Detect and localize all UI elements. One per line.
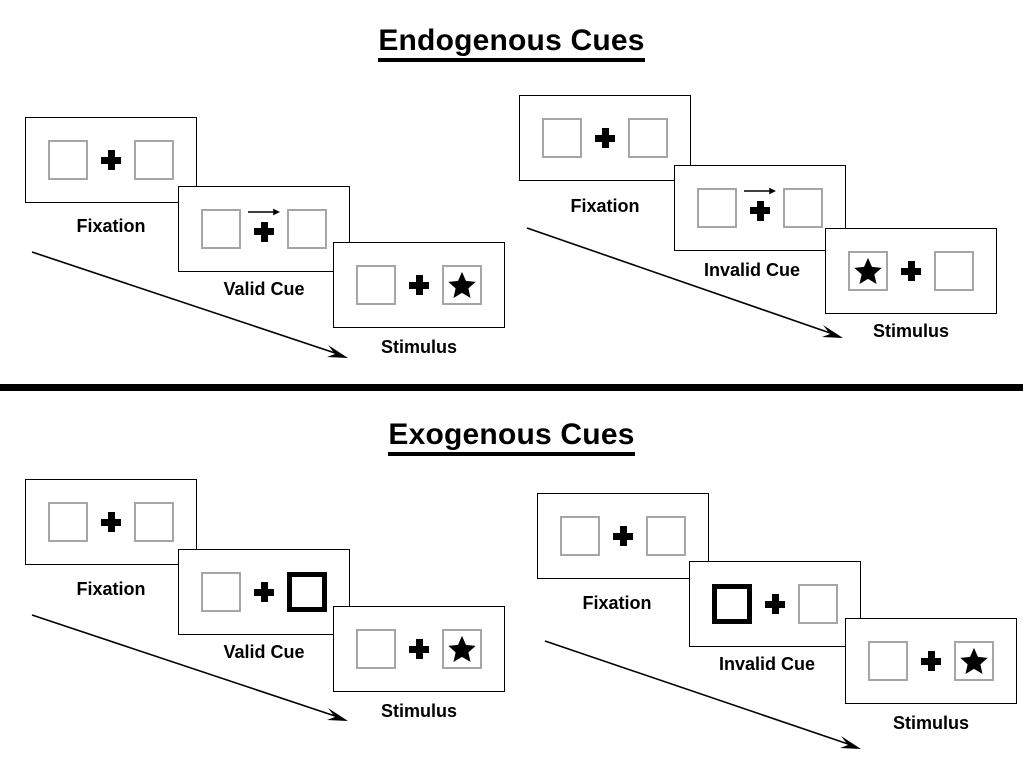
panel-exogenous-valid-stimulus <box>333 606 505 692</box>
panel-content <box>179 550 349 634</box>
right-square <box>628 118 668 158</box>
star-icon <box>960 647 988 674</box>
left-square <box>560 516 600 556</box>
panel-content <box>26 118 196 202</box>
fixation-plus-icon <box>750 200 770 221</box>
left-square <box>356 265 396 305</box>
fixation-plus-icon <box>409 639 429 659</box>
left-square <box>356 629 396 669</box>
right-square <box>442 629 482 669</box>
section-divider <box>0 384 1023 391</box>
fixation-plus-icon <box>101 150 121 170</box>
right-square <box>783 188 823 228</box>
left-square <box>48 140 88 180</box>
panel-exogenous-invalid-fixation <box>537 493 709 579</box>
panel-endogenous-valid-fixation <box>25 117 197 203</box>
panel-content <box>846 619 1016 703</box>
caption-endogenous-valid-fixation: Fixation <box>76 216 146 236</box>
fixation-center <box>88 137 134 183</box>
left-square <box>542 118 582 158</box>
panel-content <box>826 229 996 313</box>
fixation-center <box>908 638 954 684</box>
right-square <box>287 209 327 249</box>
fixation-plus-icon <box>254 221 274 242</box>
fixation-plus-icon <box>921 651 941 671</box>
section-title-endogenous-text: Endogenous Cues <box>378 24 645 62</box>
panel-content <box>179 187 349 271</box>
left-square-cued <box>712 584 752 624</box>
panel-endogenous-valid-stimulus <box>333 242 505 328</box>
caption-exogenous-invalid-fixation: Fixation <box>582 593 652 613</box>
right-square <box>798 584 838 624</box>
star-icon <box>854 257 882 284</box>
right-square <box>134 140 174 180</box>
caption-endogenous-invalid-stimulus: Stimulus <box>872 321 949 341</box>
panel-content <box>538 494 708 578</box>
fixation-plus-icon <box>901 261 921 281</box>
panel-content <box>675 166 845 250</box>
left-square <box>868 641 908 681</box>
star-icon <box>448 271 476 298</box>
right-square <box>442 265 482 305</box>
panel-content <box>26 480 196 564</box>
left-square <box>201 209 241 249</box>
fixation-center <box>241 206 287 252</box>
section-title-endogenous: Endogenous Cues <box>0 24 1023 62</box>
fixation-center <box>396 262 442 308</box>
panel-content <box>520 96 690 180</box>
star-icon <box>448 635 476 662</box>
caption-exogenous-invalid-stimulus: Stimulus <box>892 713 969 733</box>
caption-exogenous-valid-fixation: Fixation <box>76 579 146 599</box>
panel-endogenous-invalid-cue <box>674 165 846 251</box>
panel-exogenous-valid-cue <box>178 549 350 635</box>
fixation-plus-icon <box>595 128 615 148</box>
caption-exogenous-valid-stimulus: Stimulus <box>380 701 457 721</box>
section-title-exogenous-text: Exogenous Cues <box>388 418 635 456</box>
fixation-center <box>737 185 783 231</box>
right-square <box>934 251 974 291</box>
section-title-exogenous: Exogenous Cues <box>0 418 1023 456</box>
fixation-plus-icon <box>765 594 785 614</box>
fixation-center <box>600 513 646 559</box>
panel-content <box>690 562 860 646</box>
time-arrow-exogenous-invalid <box>544 640 861 749</box>
left-square <box>48 502 88 542</box>
fixation-center <box>396 626 442 672</box>
panel-endogenous-invalid-fixation <box>519 95 691 181</box>
left-square <box>848 251 888 291</box>
fixation-center <box>752 581 798 627</box>
right-square <box>646 516 686 556</box>
caption-exogenous-valid-cue: Valid Cue <box>223 642 305 662</box>
fixation-plus-icon <box>409 275 429 295</box>
fixation-center <box>582 115 628 161</box>
left-square <box>201 572 241 612</box>
cue-arrow-right-icon <box>248 208 280 216</box>
right-square <box>954 641 994 681</box>
caption-exogenous-invalid-cue: Invalid Cue <box>718 654 816 674</box>
caption-endogenous-invalid-cue: Invalid Cue <box>703 260 801 280</box>
caption-endogenous-invalid-fixation: Fixation <box>570 196 640 216</box>
fixation-plus-icon <box>101 512 121 532</box>
panel-exogenous-invalid-stimulus <box>845 618 1017 704</box>
panel-endogenous-invalid-stimulus <box>825 228 997 314</box>
caption-endogenous-valid-cue: Valid Cue <box>223 279 305 299</box>
panel-content <box>334 607 504 691</box>
fixation-center <box>88 499 134 545</box>
right-square <box>134 502 174 542</box>
panel-endogenous-valid-cue <box>178 186 350 272</box>
panel-content <box>334 243 504 327</box>
time-arrow-endogenous-valid <box>31 251 348 358</box>
time-arrow-endogenous-invalid <box>526 227 843 338</box>
right-square-cued <box>287 572 327 612</box>
panel-exogenous-invalid-cue <box>689 561 861 647</box>
fixation-plus-icon <box>613 526 633 546</box>
time-arrow-exogenous-valid <box>31 614 348 721</box>
fixation-plus-icon <box>254 582 274 602</box>
panel-exogenous-valid-fixation <box>25 479 197 565</box>
cue-arrow-right-icon <box>744 187 776 195</box>
fixation-center <box>888 248 934 294</box>
left-square <box>697 188 737 228</box>
fixation-center <box>241 569 287 615</box>
caption-endogenous-valid-stimulus: Stimulus <box>380 337 457 357</box>
